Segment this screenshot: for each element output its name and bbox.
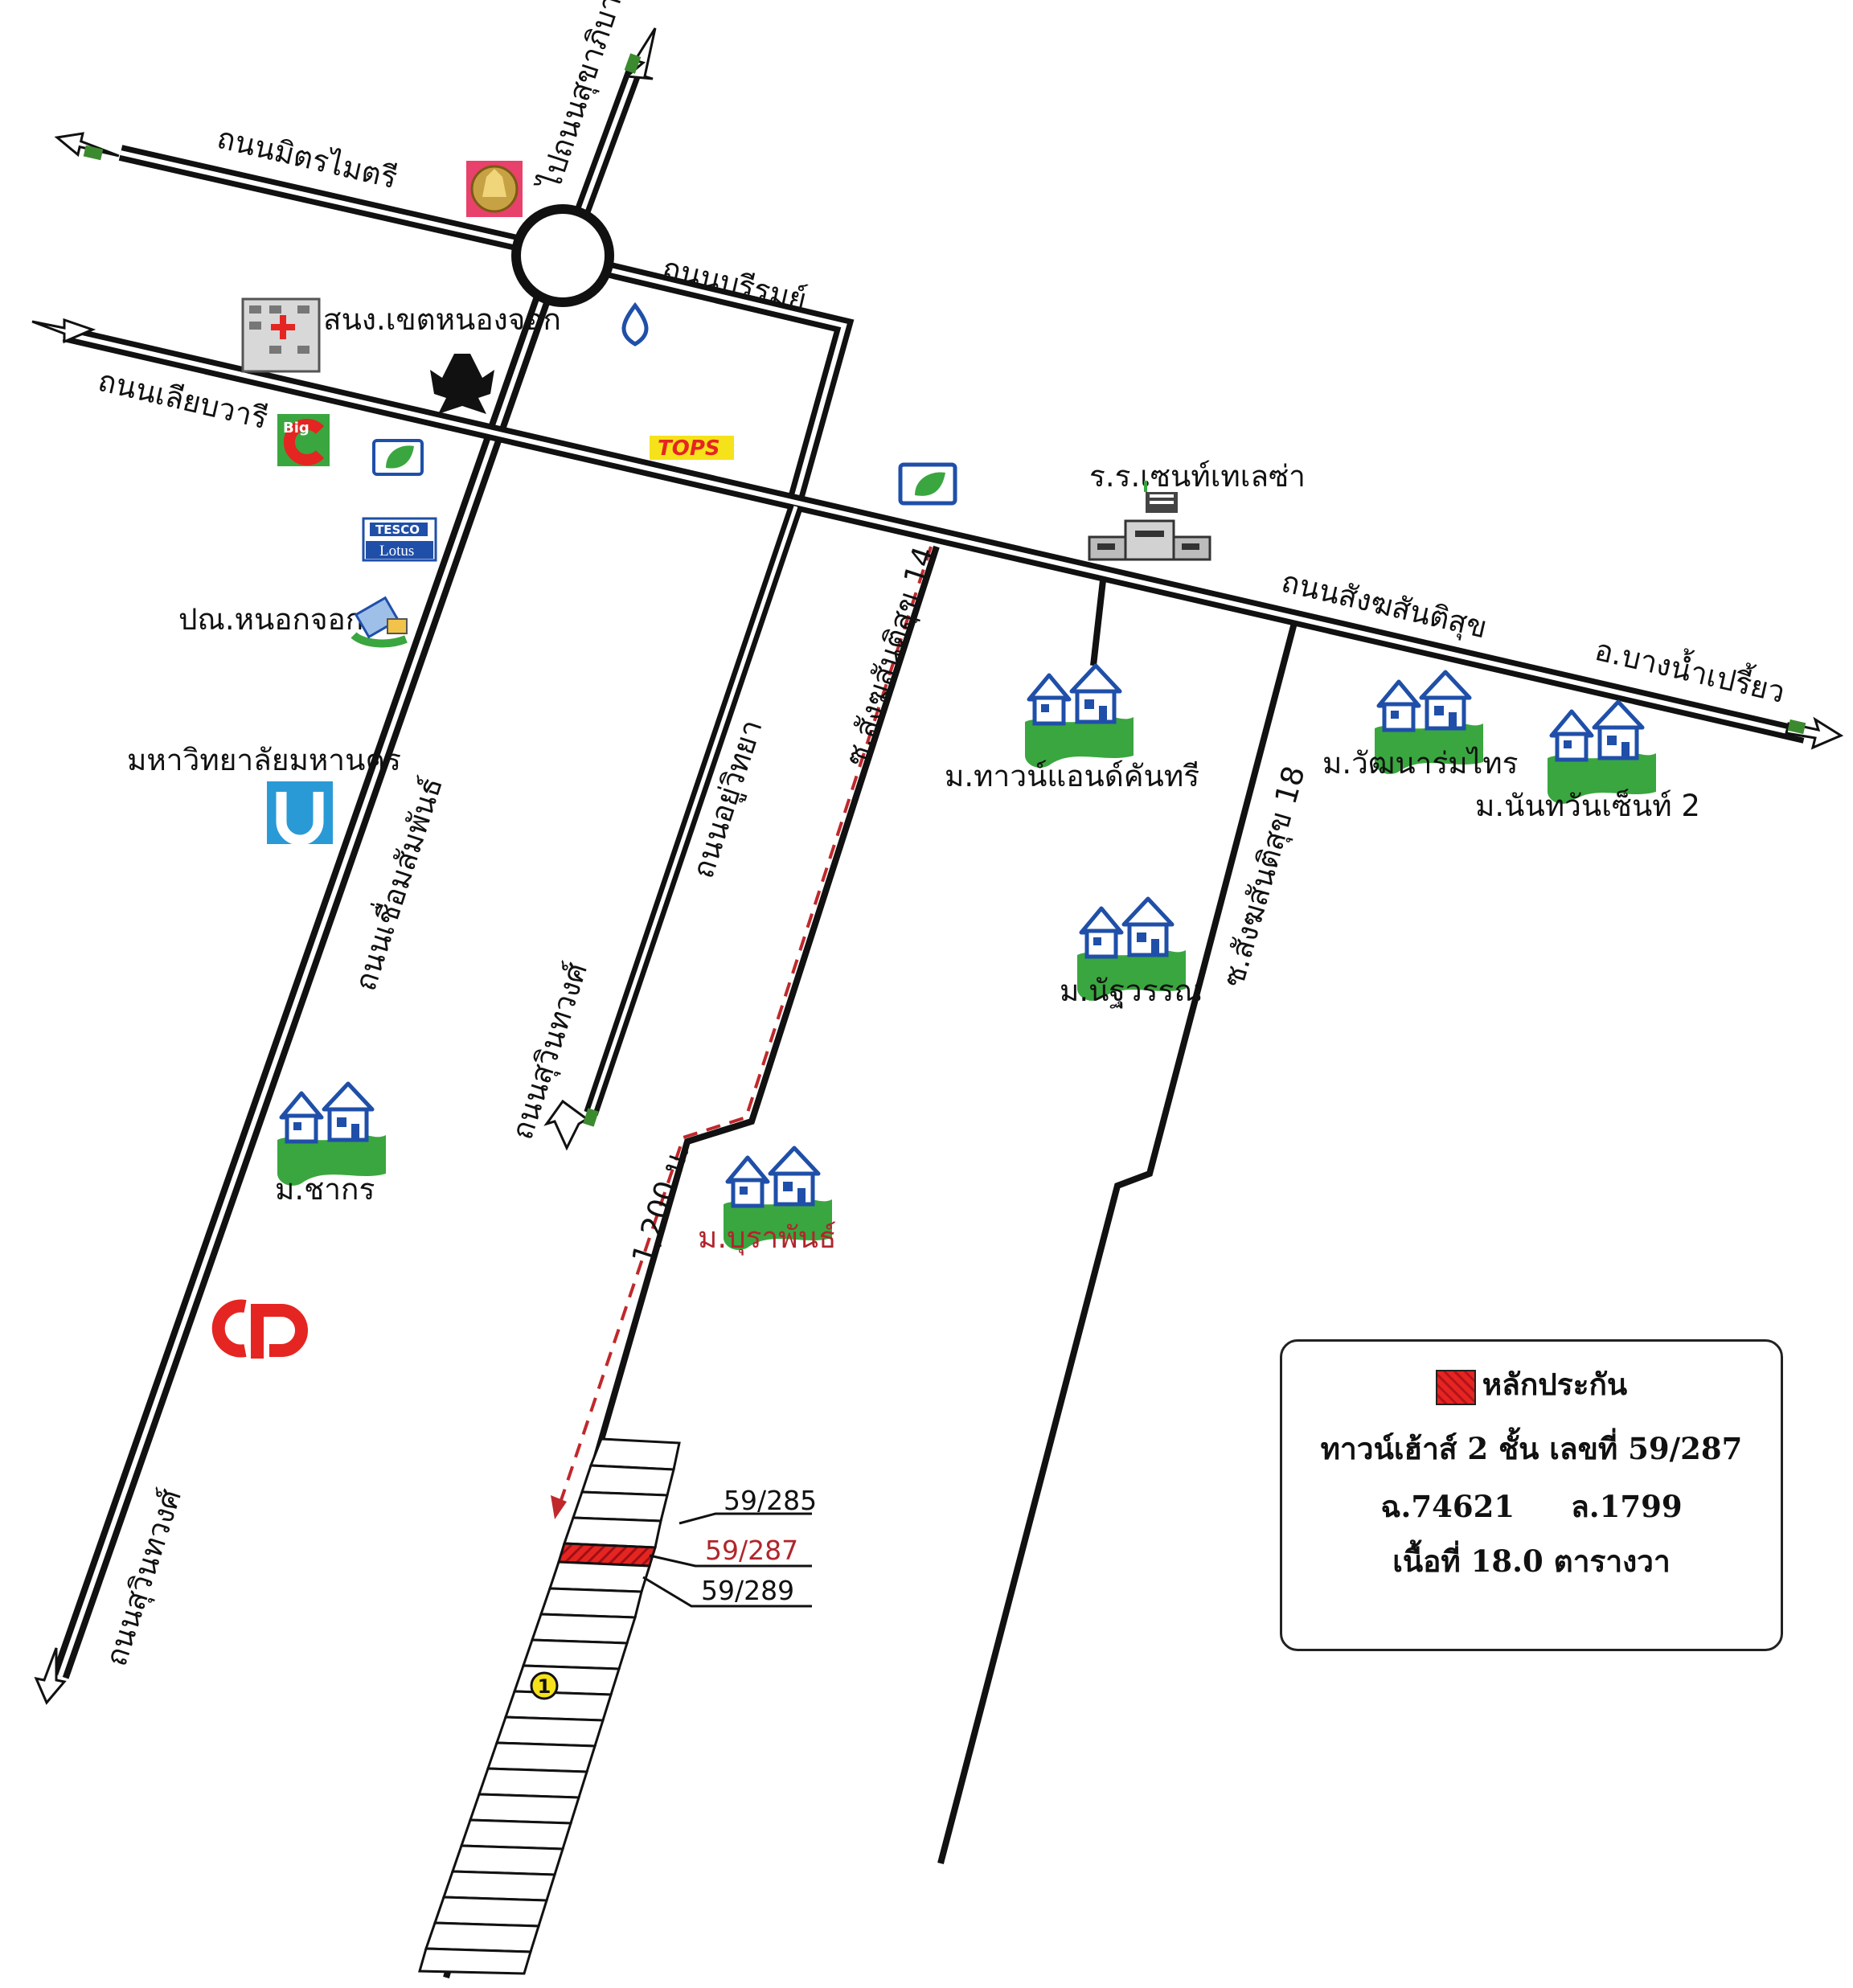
village-label-burapan: ม.บุราพันธ์ [698,1220,837,1256]
university-logo-icon [267,781,333,846]
village-label-town-country: ม.ทาวน์แอนด์คันทรี [945,759,1199,793]
arrow-icon [31,27,1844,1705]
legend-deed-row: ฉ.74621 ล.1799 [1282,1483,1781,1531]
road-mittraimit [118,145,565,261]
roundabout-icon [511,204,614,307]
village-house-icon-town-country [1025,666,1134,768]
svg-text:Big: Big [283,420,310,437]
school-building-icon [1088,481,1211,561]
village-label-chakorn: ม.ชากร [275,1172,375,1207]
road-sukhaphiban [571,65,643,224]
svg-text:1: 1 [538,1675,551,1698]
plot-label-59-289: 59/289 [701,1575,794,1606]
village-label-wattana: ม.วัฒนาร่มไทร [1322,746,1519,781]
cp-logo-icon [211,1299,308,1359]
post-label: ปณ.หนอกจอก [178,602,363,637]
route-arrowhead [551,1495,567,1519]
road-chuam-samphan [51,294,551,1679]
road-town-country-spur [1090,580,1106,666]
hospital-building-icon [241,297,321,373]
village-house-icon-chakorn [277,1084,386,1186]
distance-label: 1,200 ม. [625,1140,696,1269]
legend-line1: ทาวน์เฮ้าส์ 2 ชั้น เลขที่ 59/287 [1320,1431,1743,1466]
legend-land: ล.1799 [1571,1489,1683,1524]
legend-box: หลักประกัน ทาวน์เฮ้าส์ 2 ชั้น เลขที่ 59/… [1280,1339,1783,1651]
collateral-swatch-icon [1435,1369,1476,1405]
university-label: มหาวิทยาลัยมหานคร [127,743,401,777]
road-bureerom [605,261,855,501]
garuda-emblem-icon [430,354,494,414]
tesco-lotus-logo-icon: TESCO Lotus [362,517,437,562]
plot-label-59-285: 59/285 [724,1485,817,1516]
road-network [51,65,1807,1979]
townhouse-plots [418,1437,681,1975]
road-label-soi-14: ซ.สังฆสันติสุข 14 [838,543,942,770]
police-label: สนง.เขตหนองจอก [323,302,561,337]
village-label-nattawan: ม.นัฐวรรณ [1060,974,1202,1009]
tops-logo-icon: TOPS [650,436,734,461]
marker-1-icon: 1 [530,1671,559,1700]
plot-label-59-287: 59/287 [705,1535,798,1566]
bangchak-logo-icon [372,439,424,476]
crown-seal-icon [466,161,523,217]
village-label-nanthawan: ม.นันทวันเซ็นท์ 2 [1475,787,1700,823]
svg-text:Lotus: Lotus [379,543,414,560]
legend-title: หลักประกัน [1482,1367,1628,1402]
bank-logo-icon [621,301,649,346]
route-dashed-line [557,546,933,1508]
svg-text:TOPS: TOPS [658,437,720,461]
bangchak-logo-icon-2 [898,462,957,506]
bigc-logo-icon: Big [277,414,330,466]
legend-title-row: หลักประกัน [1282,1361,1781,1408]
legend-area: เนื้อที่ 18.0 ตารางวา [1392,1543,1671,1579]
road-soi-18 [937,621,1298,1865]
legend-deed: ฉ.74621 [1380,1489,1515,1524]
plot-leaders [642,1512,812,1608]
svg-text:TESCO: TESCO [375,523,420,537]
post-office-icon [351,596,408,648]
road-liab-wari-sangkha [62,326,1807,744]
school-label: ร.ร.เซนท์เทเลซ่า [1089,459,1306,494]
road-ayutthaya [584,504,803,1116]
